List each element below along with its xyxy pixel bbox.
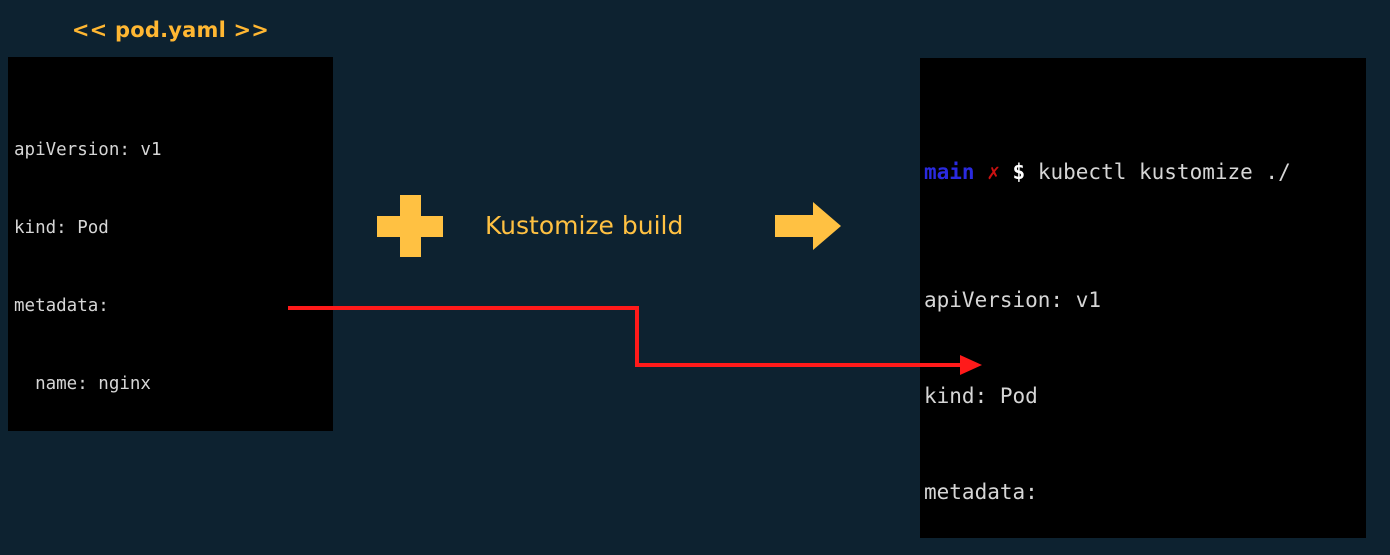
code-line: name: nginx — [8, 371, 333, 397]
right-terminal-panel: main ✗ $ kubectl kustomize ./ apiVersion… — [920, 58, 1366, 538]
git-dirty-mark-icon: ✗ — [987, 160, 1000, 184]
left-file-title: << pod.yaml >> — [71, 18, 270, 42]
code-text: name: nginx — [14, 374, 151, 394]
terminal-command: kubectl kustomize ./ — [1037, 160, 1291, 184]
code-text: metadata: — [14, 296, 109, 316]
code-text: kind: Pod — [924, 384, 1038, 408]
code-line: kind: Pod — [8, 215, 333, 241]
left-panel-clipped-row: apiVersion: v1 — [8, 57, 333, 64]
code-line: kind: Pod — [920, 380, 1366, 412]
connector-path — [288, 306, 965, 367]
plus-icon-vertical-bar — [400, 195, 421, 257]
code-line: apiVersion: v1 — [8, 137, 333, 163]
prompt-space-2 — [1000, 160, 1013, 184]
code-text: apiVersion: v1 — [14, 140, 162, 160]
code-text: apiVersion: v1 — [924, 288, 1102, 312]
left-code-panel: apiVersion: v1 kind: Pod metadata: name:… — [8, 57, 333, 431]
right-arrow-icon — [775, 202, 841, 250]
code-text: kind: Pod — [14, 218, 109, 238]
code-text: metadata: — [924, 480, 1038, 504]
plus-icon — [377, 195, 443, 257]
code-line: apiVersion: v1 — [920, 284, 1366, 316]
git-branch-label: main — [924, 160, 975, 184]
kustomize-build-label: Kustomize build — [485, 211, 684, 240]
prompt-space-1 — [975, 160, 988, 184]
code-line: metadata: — [920, 476, 1366, 508]
terminal-prompt-line: main ✗ $ kubectl kustomize ./ — [920, 156, 1366, 188]
right-arrow-shape — [775, 202, 841, 250]
prompt-sigil: $ — [1012, 160, 1026, 184]
code-line: metadata: — [8, 293, 333, 319]
prompt-space-3 — [1025, 160, 1038, 184]
